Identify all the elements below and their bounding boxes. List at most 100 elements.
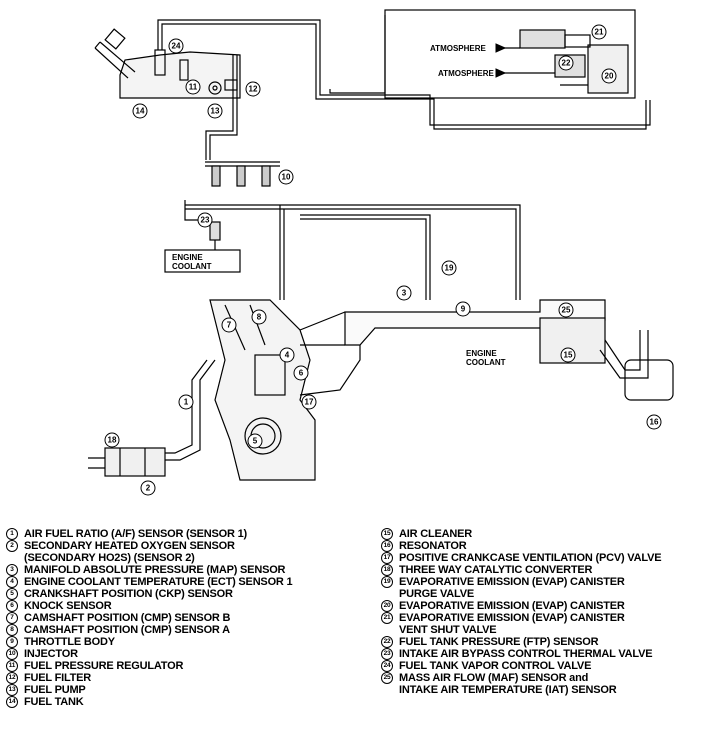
legend-number: 19 xyxy=(381,576,393,588)
legend-number: 7 xyxy=(6,612,18,624)
atmosphere-label-top: ATMOSPHERE xyxy=(430,44,487,53)
fuel-tank xyxy=(94,28,241,99)
legend-item: 19 EVAPORATIVE EMISSION (EVAP) CANISTER P… xyxy=(381,576,701,600)
callout-number: 8 xyxy=(257,313,262,322)
callout-number: 13 xyxy=(211,107,220,116)
callout-number: 25 xyxy=(562,306,571,315)
callout-circle xyxy=(140,480,156,496)
callout-number: 11 xyxy=(189,83,198,92)
legend-number: 16 xyxy=(381,540,393,552)
atmosphere-label-bottom: ATMOSPHERE xyxy=(438,69,495,78)
legend-text: EVAPORATIVE EMISSION (EVAP) CANISTER VEN… xyxy=(399,612,625,636)
legend-number: 14 xyxy=(6,696,18,708)
legend-item: 20 EVAPORATIVE EMISSION (EVAP) CANISTER xyxy=(381,600,701,612)
engine-coolant-right-line2: COOLANT xyxy=(466,358,506,367)
legend-item: 12 FUEL FILTER xyxy=(6,672,366,684)
callout-number: 12 xyxy=(249,85,258,94)
legend-text: RESONATOR xyxy=(399,540,467,552)
callout-circle xyxy=(197,212,213,228)
callout-circle xyxy=(558,302,574,318)
legend-item: 23 INTAKE AIR BYPASS CONTROL THERMAL VALV… xyxy=(381,648,701,660)
callout-number: 9 xyxy=(461,305,466,314)
callout-number: 14 xyxy=(136,107,145,116)
legend-number: 11 xyxy=(6,660,18,672)
legend-text: ENGINE COOLANT TEMPERATURE (ECT) SENSOR … xyxy=(24,576,293,588)
engine-coolant-left-line2: COOLANT xyxy=(172,262,212,271)
legend-text: SECONDARY HEATED OXYGEN SENSOR (SECONDAR… xyxy=(24,540,235,564)
callout-number: 22 xyxy=(562,59,571,68)
legend-text: INJECTOR xyxy=(24,648,78,660)
legend-text: CAMSHAFT POSITION (CMP) SENSOR A xyxy=(24,624,230,636)
legend-item: 6 KNOCK SENSOR xyxy=(6,600,366,612)
legend-text: EVAPORATIVE EMISSION (EVAP) CANISTER xyxy=(399,600,625,612)
injectors xyxy=(205,161,280,187)
callout-circle xyxy=(279,347,295,363)
legend-number: 22 xyxy=(381,636,393,648)
legend-text: INTAKE AIR BYPASS CONTROL THERMAL VALVE xyxy=(399,648,653,660)
callout-circle xyxy=(396,285,412,301)
callout-number: 24 xyxy=(172,42,181,51)
legend-text: KNOCK SENSOR xyxy=(24,600,112,612)
legend-item: 4 ENGINE COOLANT TEMPERATURE (ECT) SENSOR… xyxy=(6,576,366,588)
legend-text: THROTTLE BODY xyxy=(24,636,115,648)
legend-text: EVAPORATIVE EMISSION (EVAP) CANISTER PUR… xyxy=(399,576,625,600)
legend-text: FUEL FILTER xyxy=(24,672,92,684)
legend-text: CRANKSHAFT POSITION (CKP) SENSOR xyxy=(24,588,233,600)
legend-number: 20 xyxy=(381,600,393,612)
callout-circle xyxy=(301,394,317,410)
callout-circle xyxy=(591,24,607,40)
legend-number: 15 xyxy=(381,528,393,540)
callout-number: 3 xyxy=(402,289,407,298)
legend-number: 4 xyxy=(6,576,18,588)
atmosphere-arrows xyxy=(495,43,507,78)
callout-number: 10 xyxy=(282,173,291,182)
legend-text: FUEL PUMP xyxy=(24,684,86,696)
callout-circle xyxy=(646,414,662,430)
callout-number: 20 xyxy=(605,72,614,81)
legend-number: 12 xyxy=(6,672,18,684)
legend-number: 2 xyxy=(6,540,18,552)
legend-text: FUEL PRESSURE REGULATOR xyxy=(24,660,184,672)
callout-number: 6 xyxy=(299,369,304,378)
callout-number: 23 xyxy=(201,216,210,225)
legend-number: 13 xyxy=(6,684,18,696)
legend-number: 23 xyxy=(381,648,393,660)
legend-item: 9 THROTTLE BODY xyxy=(6,636,366,648)
legend-text: POSITIVE CRANKCASE VENTILATION (PCV) VAL… xyxy=(399,552,662,564)
callout-circle xyxy=(104,432,120,448)
legend-number: 18 xyxy=(381,564,393,576)
callout-circle xyxy=(558,55,574,71)
legend-number: 9 xyxy=(6,636,18,648)
legend-number: 6 xyxy=(6,600,18,612)
callout-circle xyxy=(251,309,267,325)
callout-circle xyxy=(560,347,576,363)
legend-number: 8 xyxy=(6,624,18,636)
legend-text: MASS AIR FLOW (MAF) SENSOR and INTAKE AI… xyxy=(399,672,617,696)
legend-number: 3 xyxy=(6,564,18,576)
callout-number: 18 xyxy=(108,436,117,445)
callout-number: 17 xyxy=(305,398,314,407)
legend-item: 8 CAMSHAFT POSITION (CMP) SENSOR A xyxy=(6,624,366,636)
emission-system-diagram: ATMOSPHERE ATMOSPHERE ENGINE COOLANT ENG… xyxy=(88,9,674,496)
legend-text: AIR FUEL RATIO (A/F) SENSOR (SENSOR 1) xyxy=(24,528,248,540)
intake-duct xyxy=(344,299,674,401)
callout-number: 15 xyxy=(564,351,573,360)
legend-item: 2 SECONDARY HEATED OXYGEN SENSOR (SECONDA… xyxy=(6,540,366,564)
callout-number: 7 xyxy=(227,321,232,330)
engine-coolant-left-line1: ENGINE xyxy=(172,253,203,262)
callout-number: 2 xyxy=(146,484,151,493)
callout-circle xyxy=(245,81,261,97)
callout-circle xyxy=(185,79,201,95)
legend-number: 24 xyxy=(381,660,393,672)
